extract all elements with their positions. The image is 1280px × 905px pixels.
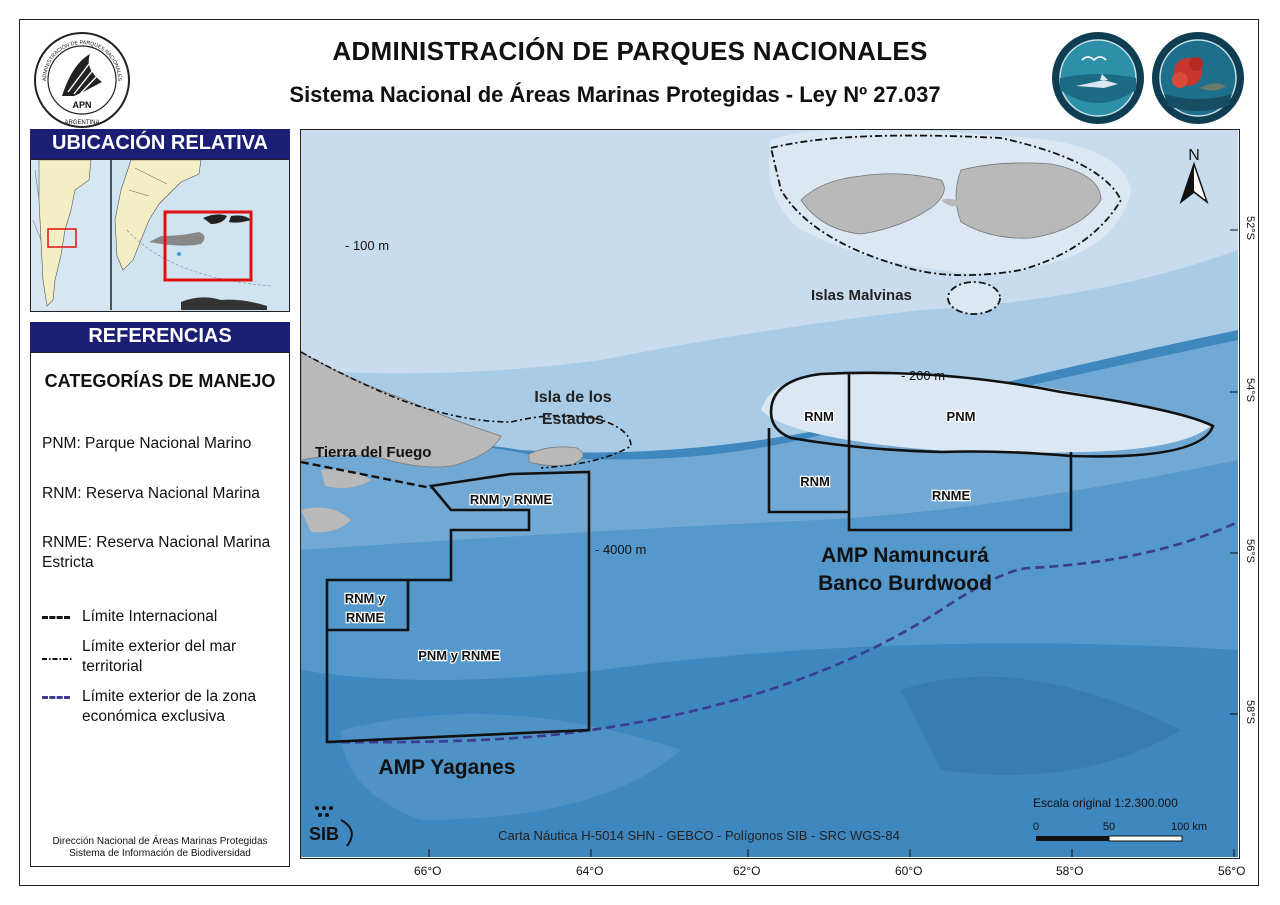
zone-label-pnm-y-rnme: PNM y RNME (418, 648, 500, 663)
malvinas-label: Islas Malvinas (811, 287, 912, 304)
lon-label-64: 64°O (576, 864, 604, 878)
marine-protected-areas-badge (1050, 30, 1146, 126)
legend-label-territorial: Límite exterior del mar territorial (82, 638, 237, 675)
scale-bar-black (1036, 836, 1109, 841)
source-text: Carta Náutica H-5014 SHN - GEBCO - Políg… (498, 828, 900, 843)
credits-text: Dirección Nacional de Áreas Marinas Prot… (52, 836, 268, 859)
amp-namuncura-label-1: AMP Namuncurá (821, 544, 989, 567)
sib-logo: SIB (309, 806, 353, 847)
isla-estados-label-1: Isla de los (534, 389, 611, 406)
scale-tick-0: 0 (1033, 821, 1039, 833)
legend-line-eez (42, 696, 70, 699)
legend-label-eez: Límite exterior de la zona económica exc… (82, 688, 257, 725)
category-rnm: RNM: Reserva Nacional Marina (42, 485, 260, 502)
scale-text: Escala original 1:2.300.000 (1033, 796, 1178, 810)
depth-200-label: - 200 m (901, 368, 945, 383)
scale-tick-100: 100 km (1171, 821, 1207, 833)
lon-label-60: 60°O (895, 864, 923, 878)
lon-label-58: 58°O (1056, 864, 1084, 878)
zone-label-pnm: PNM (947, 409, 976, 424)
lat-label-56: 56°S (1244, 539, 1256, 563)
zone-label-rnm-north: RNM (804, 409, 834, 424)
ubicacion-heading: UBICACIÓN RELATIVA (30, 129, 290, 159)
zone-label-rnme: RNME (932, 488, 971, 503)
lon-label-66: 66°O (414, 864, 442, 878)
scale-bar-white (1108, 835, 1183, 842)
legend-line-international (42, 616, 70, 619)
locator-map (30, 159, 290, 312)
tierra-fuego-label: Tierra del Fuego (315, 444, 431, 461)
north-arrow-icon: N (1179, 147, 1209, 205)
north-label: N (1188, 147, 1200, 164)
main-map: - 100 m - 200 m - 4000 m Islas Malvinas … (300, 129, 1240, 859)
category-pnm: PNM: Parque Nacional Marino (42, 435, 252, 452)
legend-line-territorial (42, 648, 72, 666)
lat-label-58: 58°S (1244, 700, 1256, 724)
lon-label-56: 56°O (1218, 864, 1246, 878)
lat-label-54: 54°S (1244, 378, 1256, 402)
logo-argentina-text: ARGENTINA (64, 120, 99, 126)
legend-box (30, 352, 290, 867)
categories-title: CATEGORÍAS DE MANEJO (44, 371, 276, 391)
lat-label-52: 52°S (1244, 216, 1256, 240)
legend-label-international: Límite Internacional (82, 608, 218, 625)
depth-100-label: - 100 m (345, 238, 389, 253)
logo-apn-text: APN (72, 100, 91, 110)
zone-label-rnm-y-rnme-west-2: RNME (346, 610, 385, 625)
lon-label-62: 62°O (733, 864, 761, 878)
zone-label-rnm-south: RNM (800, 474, 830, 489)
zone-label-rnm-y-rnme-north: RNM y RNME (470, 492, 553, 507)
scale-tick-50: 50 (1103, 821, 1115, 833)
credits: Dirección Nacional de Áreas Marinas Prot… (30, 836, 290, 860)
page-title: ADMINISTRACIÓN DE PARQUES NACIONALES (332, 36, 928, 66)
sib-text: SIB (309, 824, 339, 844)
category-rnme: RNME: Reserva Nacional Marina Estricta (42, 534, 271, 571)
amp-namuncura-label-2: Banco Burdwood (818, 572, 992, 595)
zone-label-rnm-y-rnme-west-1: RNM y (345, 591, 386, 606)
apn-logo: APN ARGENTINA ADMINISTRACIÓN DE PARQUES … (32, 30, 132, 130)
burdwood-bank-badge (1150, 30, 1246, 126)
isla-estados-label-2: Estados (542, 411, 604, 428)
referencias-heading: REFERENCIAS (30, 322, 290, 352)
depth-4000-label: - 4000 m (595, 542, 646, 557)
amp-yaganes-label: AMP Yaganes (379, 756, 516, 779)
page-subtitle: Sistema Nacional de Áreas Marinas Proteg… (289, 82, 941, 107)
